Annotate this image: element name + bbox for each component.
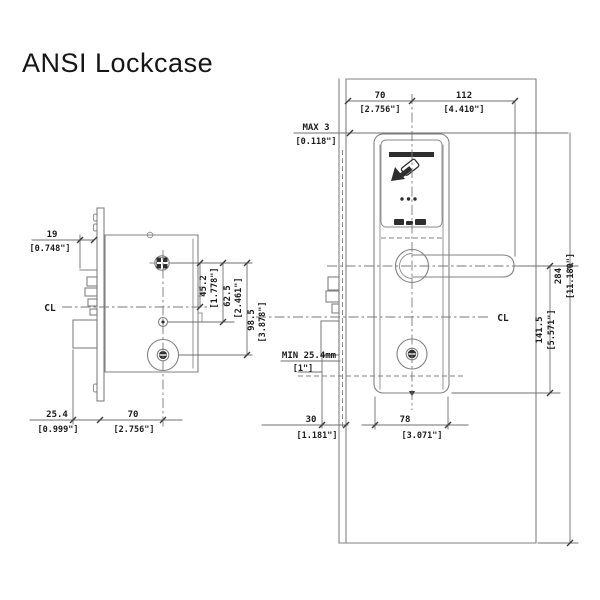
- spindle-hub: [149, 255, 173, 271]
- card-slot: [389, 152, 434, 157]
- door-outline: [338, 78, 537, 544]
- dim-max-gap: MAX 3 [0.118"]: [293, 123, 569, 147]
- dim-max-gap-inch: [0.118"]: [296, 137, 337, 147]
- dim-handle-length-inch: [4.410"]: [444, 105, 485, 115]
- indicator-dots: [400, 197, 417, 201]
- lockcase-body: [104, 231, 203, 373]
- dim-min-edge-mm: MIN 25.4mm: [282, 351, 337, 361]
- dim-hub-to-aux-mm: 62.5: [223, 285, 233, 307]
- latch-bolts-front: [320, 276, 340, 356]
- centerline-label: CL: [44, 303, 56, 314]
- page-title: ANSI Lockcase: [22, 48, 213, 78]
- dim-cl-to-bottom-mm: 141.5: [535, 316, 545, 343]
- brand-logo-mark: [394, 219, 426, 225]
- dim-deadbolt-offset-mm: 25.4: [46, 410, 68, 420]
- leader-lines: [72, 234, 253, 425]
- dim-overall-height-inch: [11.180"]: [566, 253, 576, 299]
- dim-min-edge-inch: [1"]: [293, 364, 313, 374]
- dim-hub-to-cyl-mm: 98.5: [247, 309, 257, 331]
- dim-latch-projection: 19 [0.748"]: [30, 230, 95, 254]
- card-reader-panel: [380, 139, 443, 228]
- escutcheon-plate: [373, 133, 450, 397]
- dim-edge-to-deadbolt-mm: 30: [306, 415, 317, 425]
- dim-deadbolt-offset-inch: [0.999"]: [38, 425, 79, 435]
- lock-front-view: CL 70 [2.756"] 112 [4.410"] MAX 3 [0.118…: [256, 78, 579, 544]
- dim-right-front-view: 284 [11.180"] 141.5 [5.571"]: [451, 132, 579, 544]
- rfid-card-icon: [391, 158, 420, 181]
- deadbolt-side: [72, 319, 98, 349]
- dim-max-gap-mm: MAX 3: [302, 123, 329, 133]
- dim-backset-side-inch: [2.756"]: [114, 425, 155, 435]
- front-centerline-label: CL: [497, 313, 509, 324]
- dim-hub-to-cl-inch: [1.778"]: [210, 268, 220, 309]
- faceplate-side: [93, 207, 105, 402]
- dim-overall-height-mm: 284: [554, 267, 564, 284]
- dim-plate-width-mm: 78: [400, 415, 411, 425]
- dim-handle-length-mm: 112: [456, 91, 472, 101]
- latch-profile: [72, 269, 98, 349]
- dim-hub-to-cyl-inch: [3.878"]: [258, 302, 268, 343]
- vertical-dimension-lines: [199, 262, 248, 356]
- dim-backset-front-inch: [2.756"]: [360, 105, 401, 115]
- dim-latch-projection-mm: 19: [47, 230, 58, 240]
- dim-top-front-view: 70 [2.756"] 112 [4.410"]: [347, 91, 516, 257]
- dim-latch-projection-inch: [0.748"]: [30, 244, 71, 254]
- dimension-ticks: [69, 97, 574, 547]
- lockcase-side-view: CL 45.2 [1.778"] 62.5 [2.461"] 98.5 [3.8…: [29, 207, 268, 435]
- dim-backset-side-mm: 70: [128, 410, 139, 420]
- dim-min-edge: MIN 25.4mm [1"]: [280, 351, 341, 429]
- dim-bottom-side-view: 25.4 [0.999"] 70 [2.756"]: [29, 410, 183, 435]
- dim-hub-to-cl-mm: 45.2: [199, 275, 209, 297]
- dim-hub-to-aux-inch: [2.461"]: [234, 278, 244, 319]
- deadbolt-front: [320, 320, 340, 356]
- dim-edge-to-deadbolt-inch: [1.181"]: [297, 431, 338, 441]
- dim-plate-width-inch: [3.071"]: [402, 431, 443, 441]
- dim-backset-front-mm: 70: [375, 91, 386, 101]
- dim-cl-to-bottom-inch: [5.571"]: [547, 310, 557, 351]
- dim-bottom-front-view: 30 [1.181"] 78 [3.071"]: [261, 396, 469, 441]
